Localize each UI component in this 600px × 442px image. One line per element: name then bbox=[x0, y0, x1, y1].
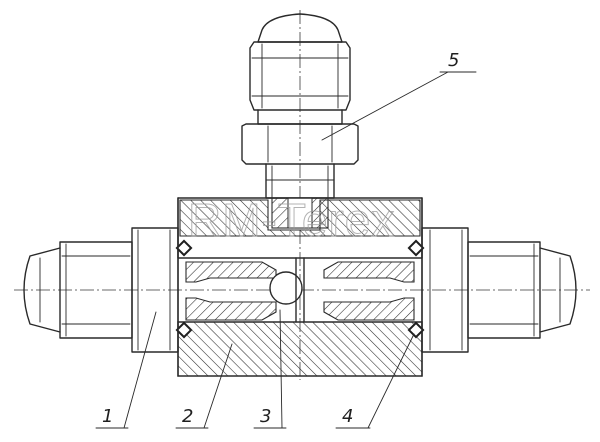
callouts: 5 1 2 3 4 bbox=[95, 50, 477, 429]
callout-1: 1 bbox=[102, 406, 113, 427]
right-fitting bbox=[421, 227, 577, 353]
seal-rings bbox=[175, 239, 425, 339]
callout-2: 2 bbox=[182, 406, 193, 427]
watermark: RM-Terex bbox=[188, 194, 395, 246]
callout-4: 4 bbox=[342, 406, 353, 427]
left-fitting bbox=[23, 227, 179, 353]
callout-5: 5 bbox=[448, 50, 459, 71]
main-body bbox=[175, 197, 425, 377]
callout-3: 3 bbox=[260, 406, 271, 427]
check-ball bbox=[269, 271, 303, 305]
